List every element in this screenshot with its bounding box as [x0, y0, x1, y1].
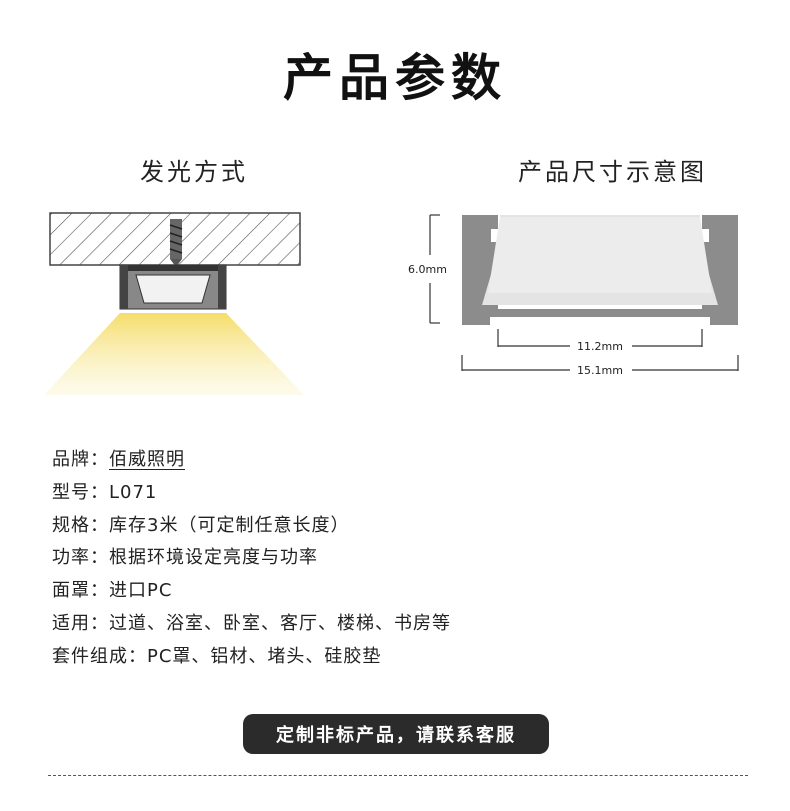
- outer-width-dimension: [461, 355, 739, 371]
- spec-model: 型号：L071: [52, 477, 451, 510]
- spec-list: 品牌：佰威照明 型号：L071 规格：库存3米（可定制任意长度） 功率：根据环境…: [52, 444, 451, 674]
- spec-key: 型号：: [52, 481, 109, 503]
- dashed-divider: [48, 775, 748, 776]
- spec-value: 进口PC: [109, 580, 173, 602]
- screw-icon: [169, 219, 183, 267]
- profile-cross-section: [462, 215, 738, 325]
- inner-width-dimension: [497, 329, 703, 347]
- light-beam: [44, 313, 304, 395]
- lighting-method-diagram: [44, 212, 304, 395]
- height-dimension: [429, 214, 440, 324]
- led-profile: [119, 264, 227, 310]
- spec-size: 规格：库存3米（可定制任意长度）: [52, 510, 451, 543]
- spec-key: 品牌：: [52, 449, 109, 470]
- spec-value: PC罩、铝材、堵头、硅胶垫: [147, 645, 382, 667]
- outer-width-label: 15.1mm: [577, 364, 623, 377]
- spec-key: 面罩：: [52, 580, 109, 602]
- page-title: 产品参数: [283, 49, 507, 107]
- spec-key: 规格：: [52, 514, 109, 536]
- spec-value: 过道、浴室、卧室、客厅、楼梯、书房等: [109, 612, 451, 634]
- lighting-method-heading: 发光方式: [140, 158, 248, 186]
- spec-kit: 套件组成：PC罩、铝材、堵头、硅胶垫: [52, 641, 451, 674]
- spec-key: 功率：: [52, 547, 109, 569]
- spec-application: 适用：过道、浴室、卧室、客厅、楼梯、书房等: [52, 608, 451, 641]
- spec-value: L071: [109, 481, 158, 503]
- profile-dimension-diagram: 6.0mm 11.2mm 15.1mm: [408, 214, 739, 377]
- spec-value: 佰威照明: [109, 449, 185, 470]
- spec-brand: 品牌：佰威照明: [52, 444, 451, 477]
- spec-key: 适用：: [52, 612, 109, 634]
- spec-value: 根据环境设定亮度与功率: [109, 547, 318, 569]
- spec-cover: 面罩：进口PC: [52, 575, 451, 608]
- height-label: 6.0mm: [408, 263, 447, 276]
- dimension-diagram-heading: 产品尺寸示意图: [518, 158, 707, 186]
- inner-width-label: 11.2mm: [577, 340, 623, 353]
- spec-value: 库存3米（可定制任意长度）: [109, 514, 350, 536]
- spec-power: 功率：根据环境设定亮度与功率: [52, 542, 451, 575]
- spec-key: 套件组成：: [52, 645, 147, 667]
- contact-support-button[interactable]: 定制非标产品，请联系客服: [243, 714, 549, 754]
